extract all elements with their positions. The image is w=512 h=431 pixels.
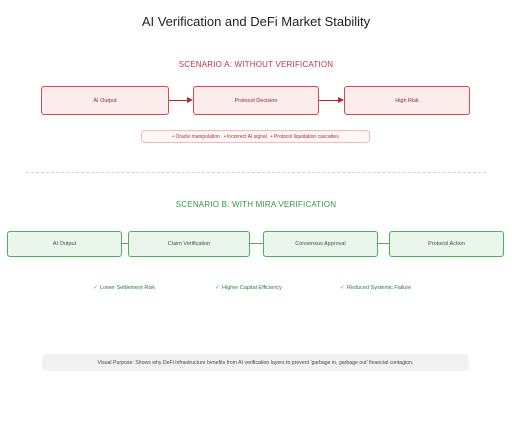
risk-oracle-manipulation: Oracle manipulation — [175, 133, 220, 140]
benefit-reduced-systemic-failure: ✓ Reduced Systemic Failure — [340, 284, 412, 292]
risk-list: • Oracle manipulation • Incorrect AI sig… — [141, 130, 370, 143]
node-claim-verification: Claim Verification — [128, 231, 250, 257]
connector-b-2 — [250, 243, 263, 244]
node-ai-output-a: AI Output — [41, 86, 169, 115]
arrow-a-2 — [319, 100, 338, 101]
diagram-title: AI Verification and DeFi Market Stabilit… — [141, 14, 371, 29]
connector-b-3 — [378, 243, 389, 244]
risk-item: • Incorrect AI signal — [223, 133, 267, 140]
scenario-b-heading: SCENARIO B: WITH MIRA VERIFICATION — [175, 200, 337, 209]
check-icon: ✓ — [340, 285, 346, 291]
risk-liquidation-cascades: Protocol liquidation cascades — [273, 133, 339, 140]
node-high-risk: High Risk — [344, 86, 470, 115]
benefit-label: Reduced Systemic Failure — [347, 284, 412, 291]
benefit-label: Higher Capital Efficiency — [222, 284, 282, 291]
benefit-label: Lower Settlement Risk — [100, 284, 156, 291]
check-icon: ✓ — [93, 285, 99, 291]
benefit-higher-capital-efficiency: ✓ Higher Capital Efficiency — [215, 284, 282, 292]
node-protocol-action: Protocol Action — [389, 231, 504, 257]
scenario-a-heading: SCENARIO A: WITHOUT VERIFICATION — [178, 60, 334, 69]
arrow-a-1 — [169, 100, 187, 101]
scenario-divider — [26, 172, 486, 173]
check-icon: ✓ — [215, 285, 221, 291]
connector-b-1 — [122, 243, 128, 244]
node-ai-output-b: AI Output — [7, 231, 122, 257]
arrowhead-a-2 — [338, 97, 344, 103]
risk-incorrect-ai-signal: Incorrect AI signal — [227, 133, 267, 140]
risk-item: • Oracle manipulation — [172, 133, 220, 140]
risk-item: • Protocol liquidation cascades — [270, 133, 339, 140]
arrowhead-a-1 — [187, 97, 193, 103]
visual-purpose-note: Visual Purpose: Shows why DeFi infrastru… — [42, 354, 469, 371]
node-consensus-approval: Consensus Approval — [263, 231, 378, 257]
benefit-lower-settlement-risk: ✓ Lower Settlement Risk — [93, 284, 156, 292]
node-protocol-decision: Protocol Decision — [193, 86, 319, 115]
